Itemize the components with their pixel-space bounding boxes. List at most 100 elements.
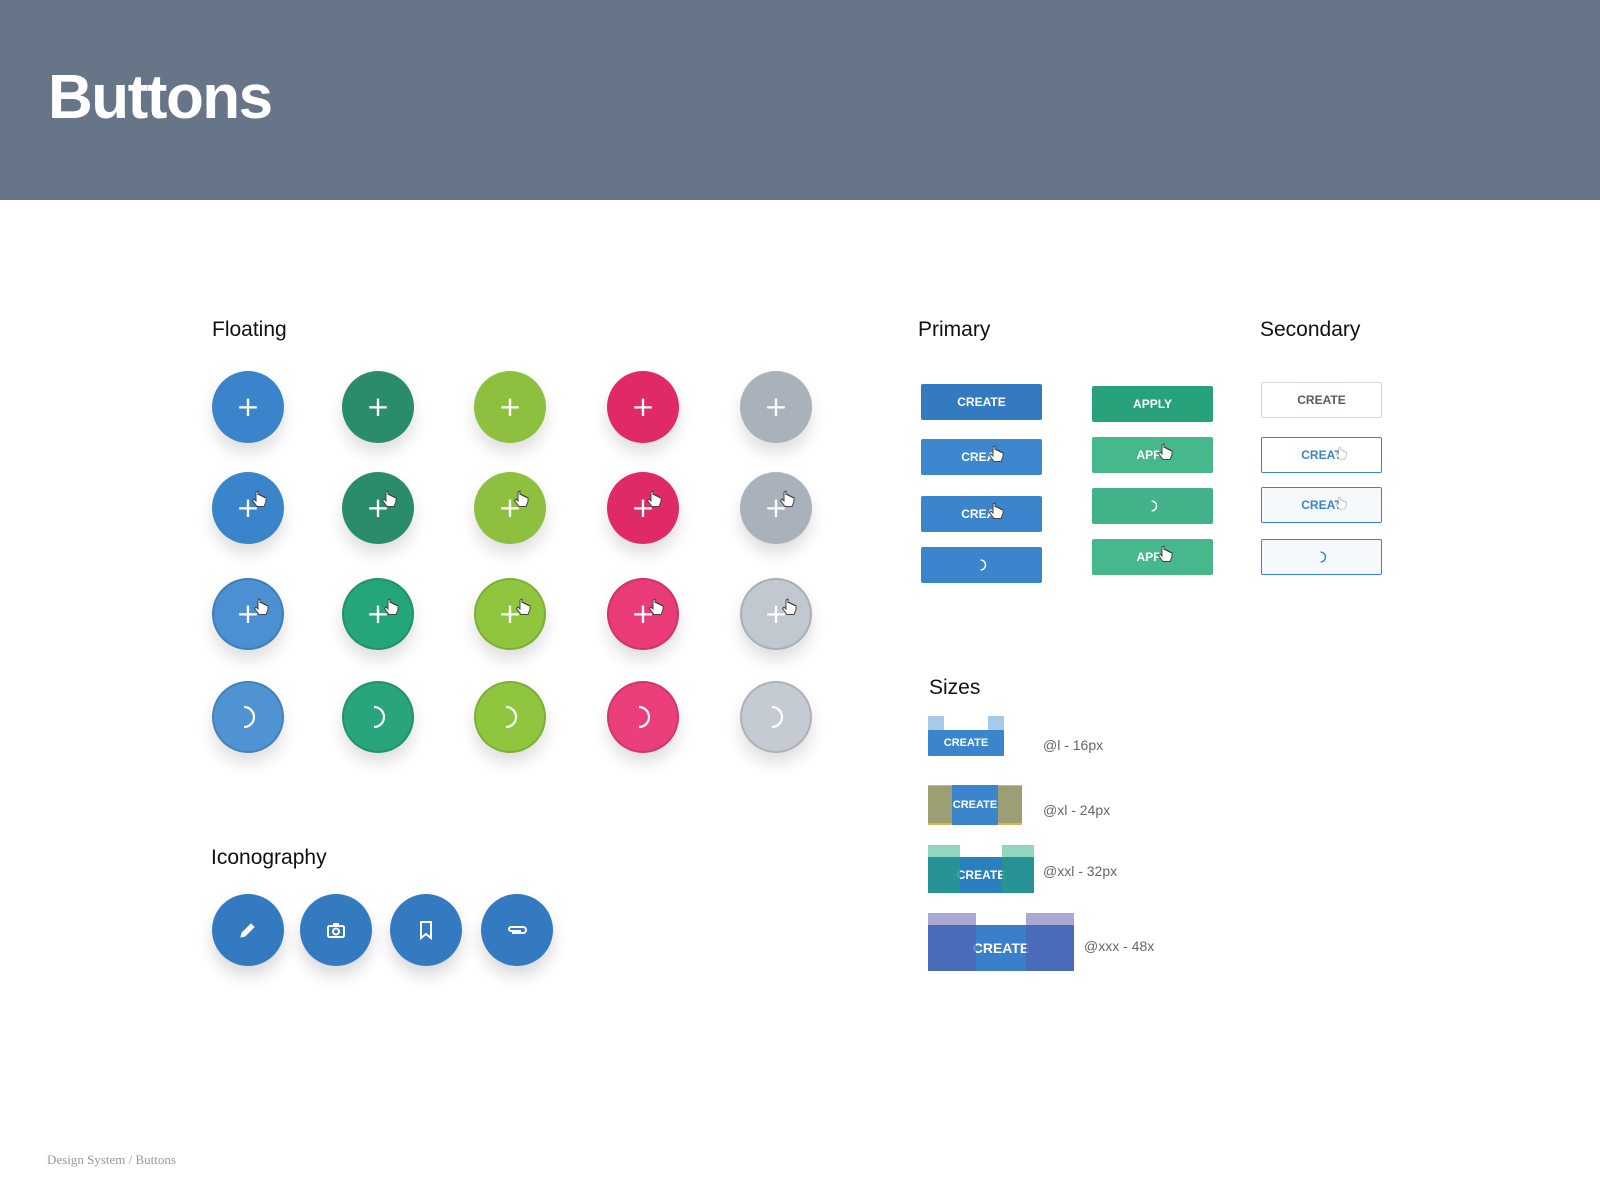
fab-green-state-2[interactable]: + [342,472,414,544]
secondary-create-button-loading[interactable] [1261,539,1382,575]
spinner-icon [979,559,986,571]
plus-icon: + [236,390,260,423]
primary-create-button-hover[interactable]: CREAT [921,439,1042,475]
primary-apply-pressed-label: APPL [1136,550,1169,564]
primary-create-button[interactable]: CREATE [921,384,1042,420]
padding-marker [928,913,976,925]
size-xxl-label: CREATE [956,868,1006,882]
padding-marker [928,857,960,893]
secondary-create-pressed-label: CREAT [1301,498,1342,512]
hand-cursor-icon [382,598,400,623]
fab-gray-state-3[interactable]: + [740,578,812,650]
section-title-iconography: Iconography [211,846,327,869]
fab-pink-state-2[interactable]: + [607,472,679,544]
hand-cursor-icon [512,490,530,515]
spinner-icon [243,705,256,729]
section-title-floating: Floating [212,318,287,341]
size-xxx-caption: @xxx - 48x [1084,938,1155,954]
size-l-button[interactable]: CREATE [928,730,1004,756]
plus-icon: + [236,597,260,630]
primary-create-button-loading[interactable] [921,547,1042,583]
fab-lime-state-4[interactable] [474,681,546,753]
plus-icon: + [498,390,522,423]
fab-blue-state-2[interactable]: + [212,472,284,544]
hand-cursor-icon [1334,446,1348,465]
primary-apply-hover-label: APPL [1136,448,1169,462]
hand-cursor-icon [1334,496,1348,515]
size-xxl-sample: CREATE [928,845,1034,893]
padding-marker [928,845,960,857]
padding-marker [998,785,1022,825]
spinner-icon [638,705,651,729]
hand-cursor-icon [514,598,532,623]
fab-blue-state-4[interactable] [212,681,284,753]
edit-fab[interactable] [212,894,284,966]
fab-lime-state-1[interactable]: + [474,371,546,443]
camera-fab[interactable] [300,894,372,966]
spinner-icon [1150,500,1157,512]
primary-apply-button-pressed[interactable]: APPL [1092,539,1213,575]
section-title-sizes: Sizes [929,676,981,699]
plus-icon: + [764,390,788,423]
secondary-create-label: CREATE [1297,393,1346,407]
plus-icon: + [498,597,522,630]
plus-icon: + [366,390,390,423]
size-l-label: CREATE [943,737,989,749]
fab-gray-state-4[interactable] [740,681,812,753]
plus-icon: + [631,390,655,423]
plus-icon: + [764,597,788,630]
fab-gray-state-1[interactable]: + [740,371,812,443]
hand-cursor-icon [645,490,663,515]
attach-fab[interactable] [481,894,553,966]
bookmark-fab[interactable] [390,894,462,966]
fab-gray-state-2[interactable]: + [740,472,812,544]
size-xxx-label: CREATE [972,940,1030,956]
padding-marker [1002,857,1034,893]
fab-lime-state-3[interactable]: + [474,578,546,650]
hand-cursor-icon [252,598,270,623]
fab-green-state-4[interactable] [342,681,414,753]
size-xl-caption: @xl - 24px [1043,802,1111,818]
padding-marker [1026,913,1074,925]
primary-apply-button[interactable]: APPLY [1092,386,1213,422]
primary-create-button-pressed[interactable]: CREAT [921,496,1042,532]
page-header: Buttons [0,0,1600,200]
hand-cursor-icon [1156,443,1174,466]
page-title: Buttons [48,63,273,132]
camera-icon [327,923,345,938]
fab-pink-state-1[interactable]: + [607,371,679,443]
fab-lime-state-2[interactable]: + [474,472,546,544]
padding-marker [928,925,976,971]
plus-icon: + [631,597,655,630]
primary-create-label: CREATE [957,395,1006,409]
fab-blue-state-3[interactable]: + [212,578,284,650]
spinner-icon [505,705,518,729]
secondary-create-button-hover[interactable]: CREAT [1261,437,1382,473]
plus-icon: + [366,597,390,630]
paperclip-icon [508,926,527,934]
section-title-primary: Primary [918,318,991,341]
primary-apply-button-hover[interactable]: APPL [1092,437,1213,473]
size-l-sample: CREATE [928,716,1004,756]
fab-pink-state-4[interactable] [607,681,679,753]
secondary-create-button[interactable]: CREATE [1261,382,1382,418]
fab-pink-state-3[interactable]: + [607,578,679,650]
hand-cursor-icon [380,490,398,515]
spinner-icon [771,705,784,729]
hand-cursor-icon [780,598,798,623]
spinner-icon [373,705,386,729]
spinner-icon [1319,551,1326,563]
fab-green-state-3[interactable]: + [342,578,414,650]
hand-cursor-icon [778,490,796,515]
hand-cursor-icon [987,502,1005,525]
size-l-caption: @l - 16px [1043,737,1104,753]
padding-marker [928,785,952,825]
size-xl-label: CREATE [952,799,998,811]
primary-apply-button-loading[interactable] [1092,488,1213,524]
fab-green-state-1[interactable]: + [342,371,414,443]
secondary-create-button-pressed[interactable]: CREAT [1261,487,1382,523]
primary-create-hover-label: CREAT [961,450,1002,464]
padding-marker [1026,925,1074,971]
hand-cursor-icon [987,445,1005,468]
fab-blue-state-1[interactable]: + [212,371,284,443]
